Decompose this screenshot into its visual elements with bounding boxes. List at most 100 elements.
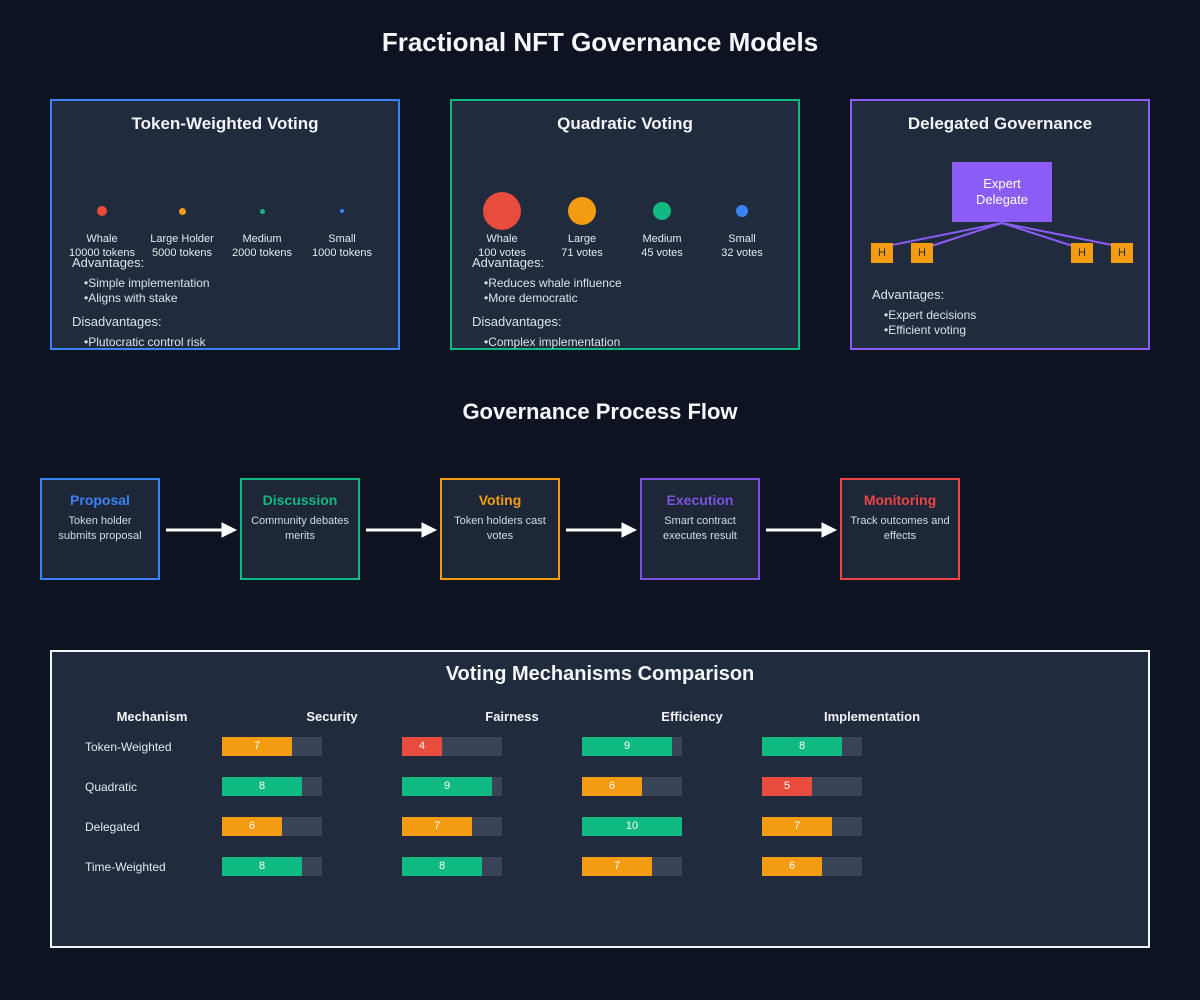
flow-step-title: Proposal [70, 492, 130, 508]
holder-detail: 10000 tokens [68, 247, 136, 259]
holder-large: Large Holder 5000 tokens [137, 190, 227, 261]
score-bar-fill: 8 [222, 857, 302, 876]
holder-dot-wrap [57, 190, 147, 232]
comparison-panel: Voting Mechanisms Comparison Mechanism S… [50, 650, 1150, 948]
row-label: Delegated [85, 820, 140, 834]
holder-small: Small 32 votes [697, 190, 787, 261]
panel-quadratic-voting: Quadratic Voting Whale 100 votes Large 7… [450, 99, 800, 350]
holder-dot-wrap [297, 190, 387, 232]
holder-medium: Medium 45 votes [617, 190, 707, 261]
score-bar-fill: 8 [762, 737, 842, 756]
column-header-implementation: Implementation [823, 709, 921, 724]
holder-dot-wrap [137, 190, 227, 232]
row-label: Quadratic [85, 780, 138, 794]
panel-title: Quadratic Voting [557, 114, 693, 133]
column-header-efficiency: Efficiency [661, 709, 723, 724]
score-bar-fill: 8 [222, 777, 302, 796]
holder-dot [97, 206, 107, 216]
advantages-heading: Advantages: [472, 255, 545, 270]
holder-name: Medium [242, 233, 282, 245]
flow-step-title: Voting [478, 492, 522, 508]
score-bar-fill: 7 [222, 737, 292, 756]
score-bar: 7 [582, 857, 682, 876]
flow-section-title: Governance Process Flow [462, 399, 738, 424]
pros-cons-block: Advantages: Simple implementation Aligns… [72, 255, 210, 350]
holder-small: Small 1000 tokens [297, 190, 387, 261]
score-bar-fill: 7 [402, 817, 472, 836]
score-bar-fill: 6 [222, 817, 282, 836]
holder-detail: 71 votes [561, 247, 603, 259]
score-bar: 9 [402, 777, 502, 796]
score-bar: 7 [222, 737, 322, 756]
token-holder-box: H [911, 243, 933, 263]
score-bar-fill: 6 [582, 777, 642, 796]
flow-arrow-icon [166, 522, 838, 538]
disadvantages-heading: Disadvantages: [472, 314, 562, 329]
panel-delegated-governance: Delegated Governance Expert Delegate H H… [850, 99, 1150, 350]
flow-step-desc: Smart contract executes result [663, 515, 737, 542]
holder-name: Large [567, 233, 597, 245]
holder-dot [568, 197, 596, 225]
holder-name: Whale [86, 233, 118, 245]
holder-dot [653, 202, 671, 220]
holder-dot-wrap [217, 190, 307, 232]
flow-arrows [166, 522, 838, 538]
holder-whale: Whale 10000 tokens [57, 190, 147, 261]
advantage-item: Aligns with stake [84, 291, 210, 306]
flow-step-discussion: Discussion Community debates merits [240, 478, 360, 580]
score-bar-fill: 10 [582, 817, 682, 836]
holder-name: Whale [486, 233, 518, 245]
advantage-item: Reduces whale influence [484, 276, 621, 291]
advantage-item: More democratic [484, 291, 622, 306]
advantages-heading: Advantages: [872, 287, 945, 302]
score-bar-fill: 7 [762, 817, 832, 836]
holder-detail: 45 votes [641, 247, 683, 259]
disadvantages-heading: Disadvantages: [72, 314, 162, 329]
expert-delegate-box: Expert Delegate [952, 162, 1052, 222]
holder-dot [736, 205, 748, 217]
delegation-lines [881, 222, 1123, 250]
column-header-fairness: Fairness [485, 709, 539, 724]
pros-cons-block: Advantages: Expert decisions Efficient v… [872, 287, 976, 338]
expert-delegate-line2: Delegate [975, 192, 1029, 207]
flow-step-desc: Track outcomes and effects [850, 515, 950, 542]
flow-step-title: Execution [666, 492, 734, 508]
advantage-item: Efficient voting [884, 323, 976, 338]
holder-detail: 2000 tokens [232, 247, 292, 259]
holder-dot-wrap [697, 190, 787, 232]
advantage-item: Simple implementation [84, 276, 209, 291]
score-bar: 8 [402, 857, 502, 876]
score-bar-fill: 9 [582, 737, 672, 756]
holder-detail: 1000 tokens [312, 247, 372, 259]
token-holder-box: H [871, 243, 893, 263]
flow-step-voting: Voting Token holders cast votes [440, 478, 560, 580]
score-bar-fill: 7 [582, 857, 652, 876]
score-bar: 10 [582, 817, 682, 836]
score-bar-fill: 4 [402, 737, 442, 756]
holder-name: Large Holder [150, 233, 214, 245]
flow-step-monitoring: Monitoring Track outcomes and effects [840, 478, 960, 580]
column-header-security: Security [306, 709, 358, 724]
score-bar-fill: 5 [762, 777, 812, 796]
score-bar: 9 [582, 737, 682, 756]
score-bar: 7 [402, 817, 502, 836]
holder-medium: Medium 2000 tokens [217, 190, 307, 261]
score-bar: 6 [582, 777, 682, 796]
panel-token-weighted-voting: Token-Weighted Voting Whale 10000 tokens… [50, 99, 400, 350]
score-bar: 6 [762, 857, 862, 876]
panel-title: Token-Weighted Voting [131, 114, 319, 133]
flow-step-title: Discussion [262, 492, 338, 508]
holder-name: Small [328, 233, 356, 245]
page-title: Fractional NFT Governance Models [381, 27, 819, 57]
holder-detail: 32 votes [721, 247, 763, 259]
score-bar-fill: 8 [402, 857, 482, 876]
pros-cons-block: Advantages: Reduces whale influence More… [472, 255, 622, 350]
score-bar-fill: 6 [762, 857, 822, 876]
token-holder-box: H [1071, 243, 1093, 263]
row-label: Time-Weighted [85, 860, 166, 874]
score-bar: 6 [222, 817, 322, 836]
score-bar: 7 [762, 817, 862, 836]
holder-dot [178, 207, 186, 215]
advantages-heading: Advantages: [72, 255, 145, 270]
flow-step-execution: Execution Smart contract executes result [640, 478, 760, 580]
